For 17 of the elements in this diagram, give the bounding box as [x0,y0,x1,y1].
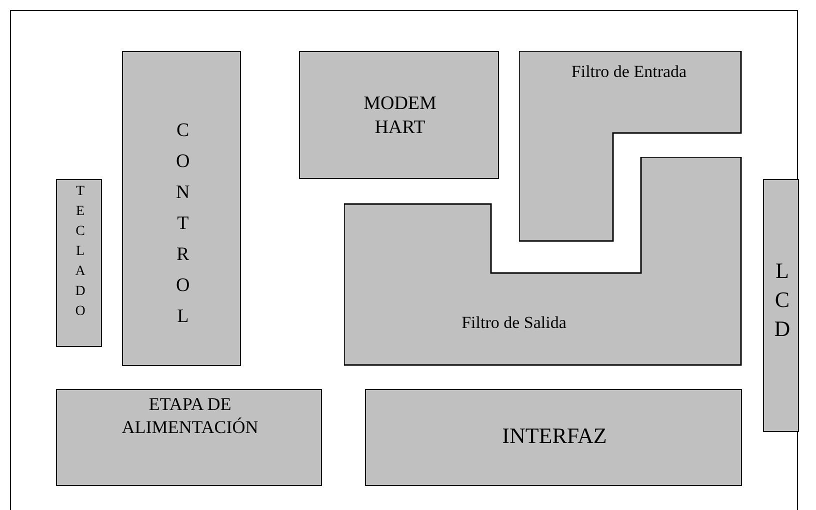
block-label: INTERFAZ [501,422,608,450]
block-label: LCD [768,258,796,345]
block-label: TECLADO [72,184,89,324]
output-filter-block [344,157,742,366]
block-label: ETAPA DE ALIMENTACIÓN [120,393,260,438]
block-label: MODEM HART [362,92,438,140]
block-label: CONTROL [171,120,194,337]
keypad-block [56,179,102,347]
input-filter-block [519,51,742,242]
interface-block [365,389,742,486]
display-block [763,179,799,432]
control-block [122,51,241,366]
board-outline [10,10,798,510]
power-stage-block [56,389,322,486]
modem-block [299,51,499,179]
block-label: Filtro de Entrada [570,61,688,82]
block-label: Filtro de Salida [460,312,568,334]
